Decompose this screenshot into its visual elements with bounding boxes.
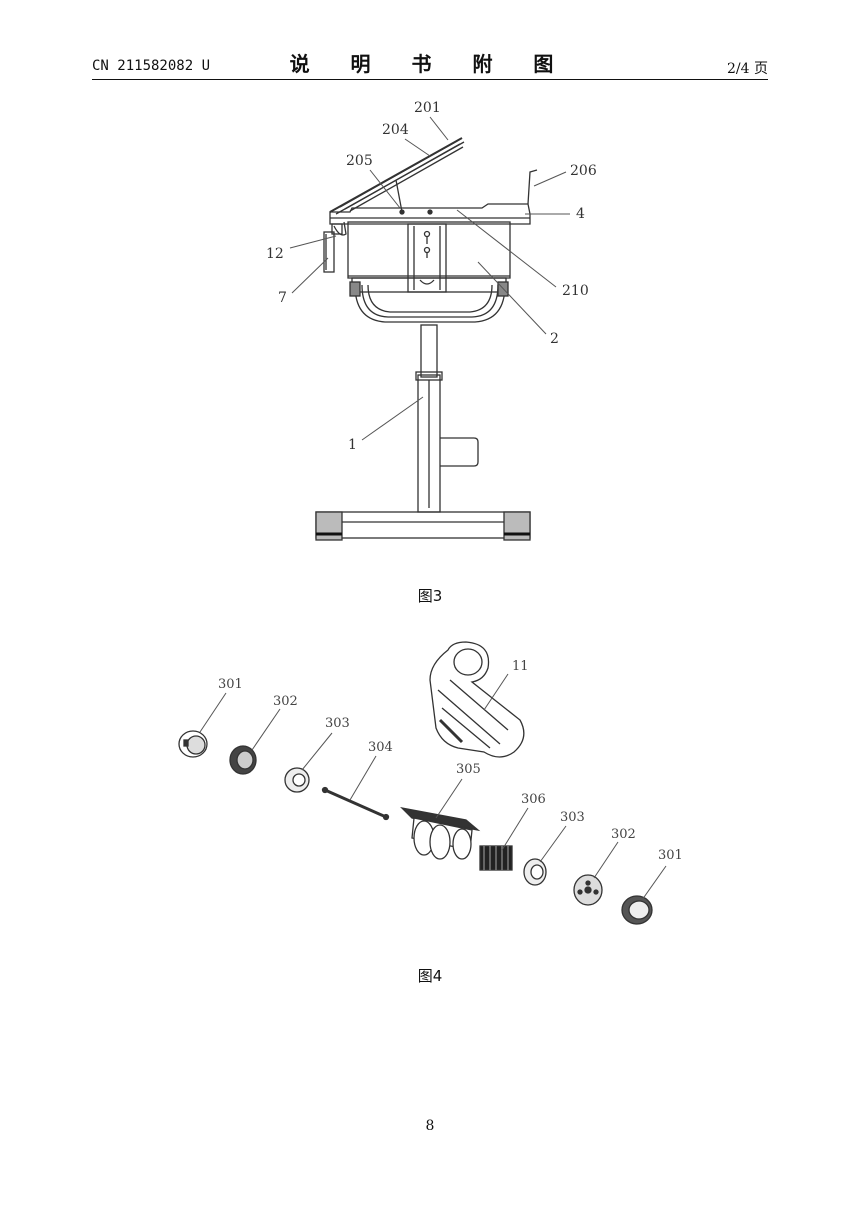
support-rod (395, 179, 403, 213)
inner-column (420, 324, 438, 378)
label-12: 12 (266, 246, 284, 262)
page-title: 说 明 书 附 图 (289, 52, 571, 76)
figure-3-drawing: 201 204 205 206 4 12 7 210 2 1 (266, 100, 597, 541)
figure-3-caption: 图3 (417, 587, 443, 605)
label-206: 206 (570, 163, 597, 179)
u-bracket (354, 284, 506, 323)
label-301-right: 301 (658, 848, 683, 863)
header-rule (92, 79, 768, 80)
label-2: 2 (550, 331, 559, 347)
page-count: 2/4 页 (727, 61, 768, 77)
label-301-left: 301 (218, 677, 243, 692)
label-303-right: 303 (560, 810, 585, 825)
page-number: 8 (425, 1118, 435, 1134)
figure-4-caption: 图4 (417, 967, 443, 985)
label-302-right: 302 (611, 827, 636, 842)
label-7: 7 (278, 290, 287, 306)
label-205: 205 (346, 153, 373, 169)
label-306: 306 (521, 792, 546, 807)
label-4: 4 (576, 206, 585, 222)
part-305 (400, 806, 481, 832)
label-304: 304 (368, 740, 393, 755)
figure-4-drawing: 301 302 303 304 305 306 303 302 301 11 (178, 641, 683, 925)
part-304 (324, 788, 387, 819)
column (417, 374, 441, 513)
label-303-left: 303 (325, 716, 350, 731)
label-210: 210 (562, 283, 589, 299)
label-204: 204 (382, 122, 409, 138)
stopper (527, 169, 538, 205)
label-1: 1 (348, 437, 357, 453)
side-hook (323, 231, 335, 273)
label-201: 201 (414, 100, 441, 116)
label-11: 11 (512, 659, 529, 674)
patent-number: CN 211582082 U (92, 58, 211, 74)
label-302-left: 302 (273, 694, 298, 709)
label-305: 305 (456, 762, 481, 777)
part-11 (429, 641, 525, 758)
height-knob (440, 437, 479, 467)
